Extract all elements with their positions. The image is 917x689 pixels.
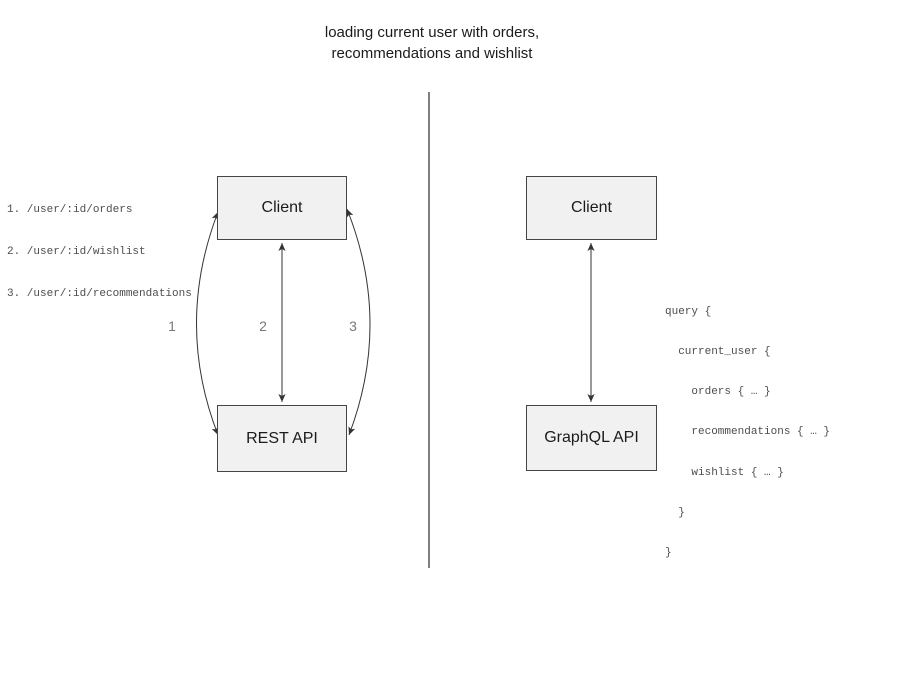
- query-line-1: query {: [665, 305, 712, 318]
- rest-endpoint-1: 1. /user/:id/orders: [7, 204, 133, 216]
- client-box-rest-side-label: Client: [261, 199, 303, 216]
- rest-arrow-3-curve: [346, 208, 371, 436]
- title-line-2: recommendations and wishlist: [331, 45, 533, 62]
- query-line-5: wishlist { … }: [665, 466, 784, 479]
- rest-api-box-label: REST API: [246, 429, 318, 447]
- query-line-3: orders { … }: [665, 386, 771, 399]
- graphql-api-box: GraphQL API: [526, 405, 657, 471]
- query-line-4: recommendations { … }: [665, 426, 831, 439]
- diagram-title: loading current user with orders, recomm…: [0, 22, 864, 64]
- rest-endpoint-2: 2. /user/:id/wishlist: [7, 246, 146, 258]
- client-box-rest-side: Client: [217, 176, 347, 240]
- query-line-2: current_user {: [665, 346, 771, 359]
- rest-arrow-3-label: 3: [349, 318, 357, 334]
- query-line-6: }: [665, 506, 685, 519]
- rest-endpoint-list: 1. /user/:id/orders 2. /user/:id/wishlis…: [7, 175, 192, 329]
- rest-endpoint-3: 3. /user/:id/recommendations: [7, 288, 192, 300]
- rest-arrow-1-curve: [196, 211, 219, 436]
- graphql-api-box-label: GraphQL API: [544, 429, 639, 446]
- rest-api-box: REST API: [217, 405, 347, 472]
- client-box-graphql-side-label: Client: [571, 199, 612, 216]
- rest-arrow-2-label: 2: [259, 318, 267, 334]
- rest-arrow-1-label: 1: [168, 318, 176, 334]
- query-line-7: }: [665, 547, 672, 560]
- client-box-graphql-side: Client: [526, 176, 657, 240]
- title-line-1: loading current user with orders,: [324, 24, 540, 41]
- graphql-query-snippet: query { current_user { orders { … } reco…: [665, 279, 830, 587]
